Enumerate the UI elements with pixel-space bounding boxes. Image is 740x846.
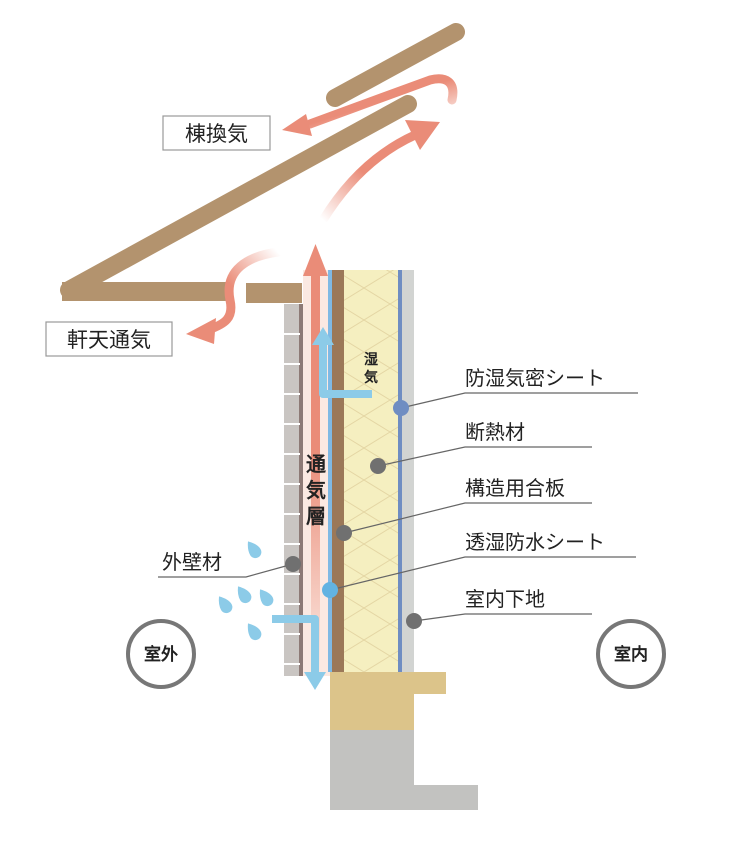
moisture-upward-arrowhead — [312, 327, 334, 345]
callout-label-breathable-sheet: 透湿防水シート — [465, 530, 605, 554]
callout-labels: 防湿気密シート 断熱材 構造用合板 透湿防水シート 室内下地 外壁材 — [162, 366, 605, 611]
indoor-badge: 室内 — [596, 619, 666, 689]
insulation-layer — [344, 270, 398, 672]
wall-airflow-column — [311, 270, 320, 670]
moisture-downward-arrowhead — [304, 672, 326, 690]
air-layer-char: 通 — [306, 452, 326, 476]
roof — [60, 23, 465, 303]
rain-drop-icon — [237, 586, 252, 604]
moisture-upward-path — [319, 343, 372, 398]
callout-label-interior-base: 室内下地 — [465, 587, 545, 611]
marker-insulation — [370, 458, 386, 474]
floor-joist — [414, 672, 446, 694]
rain-drop-icon — [259, 589, 274, 607]
ridge-airflow-line — [305, 74, 458, 129]
marker-vapor-barrier — [393, 400, 409, 416]
interior-board-layer — [402, 270, 414, 672]
wall-top-plate — [246, 283, 302, 303]
marker-breathable-sheet — [322, 582, 338, 598]
structural-plywood-layer — [332, 270, 344, 672]
leader-structural-plywood — [343, 502, 592, 534]
attic-airflow-arrowhead — [405, 120, 440, 150]
air-layer-char: 気 — [306, 478, 326, 502]
eave-airflow-arrowhead — [186, 318, 216, 344]
rain-drop-icon — [247, 541, 262, 559]
wall-airflow-arrowhead — [303, 244, 328, 276]
exterior-wall-label: 外壁材 — [162, 550, 222, 574]
leader-exterior-wall — [158, 563, 294, 578]
moisture-arrows — [272, 327, 372, 690]
foundation — [330, 672, 478, 810]
breathable-waterproof-sheet-layer — [328, 270, 332, 672]
callout-markers — [285, 400, 422, 629]
air-layer-label: 通 気 層 — [306, 452, 326, 528]
eave-vent-label-box: 軒天通気 — [45, 321, 173, 357]
marker-interior-base — [406, 613, 422, 629]
ridge-vent-label: 棟換気 — [185, 122, 248, 146]
rain-drops — [218, 541, 274, 641]
eave-vent-label: 軒天通気 — [67, 328, 151, 352]
moisture-char: 湿 — [364, 352, 378, 368]
moisture-downward-path — [272, 615, 319, 673]
callout-label-vapor-barrier: 防湿気密シート — [465, 366, 605, 390]
marker-structural-plywood — [336, 525, 352, 541]
moisture-label: 湿 気 — [364, 352, 378, 386]
eave-airflow-line — [203, 247, 283, 335]
ridge-airflow-arrowhead — [282, 114, 312, 136]
airflow-arrows — [186, 74, 458, 670]
concrete-foundation — [330, 730, 478, 810]
eave-soffit — [62, 282, 230, 301]
rain-drop-icon — [218, 596, 233, 614]
ridge-vent-label-box: 棟換気 — [162, 115, 271, 151]
indoor-label: 室内 — [614, 644, 648, 665]
exterior-siding — [284, 304, 303, 676]
callout-lines — [158, 392, 638, 622]
leader-insulation — [377, 446, 592, 467]
moisture-char: 気 — [364, 369, 378, 386]
air-layer-char: 層 — [306, 504, 326, 528]
leader-breathable-sheet — [329, 556, 636, 591]
rain-drop-icon — [247, 623, 262, 641]
attic-airflow-line — [319, 130, 417, 223]
vapor-barrier-layer — [398, 270, 402, 672]
callout-label-insulation: 断熱材 — [465, 420, 525, 444]
outdoor-label: 室外 — [144, 644, 178, 665]
sill-plate — [330, 672, 414, 730]
leader-vapor-barrier — [400, 392, 638, 409]
leader-interior-base — [413, 613, 592, 622]
ridge-cap — [326, 23, 465, 107]
marker-exterior-wall — [285, 556, 301, 572]
outdoor-badge: 室外 — [126, 619, 196, 689]
callout-label-structural-plywood: 構造用合板 — [465, 476, 565, 500]
roof-slope — [60, 95, 417, 299]
